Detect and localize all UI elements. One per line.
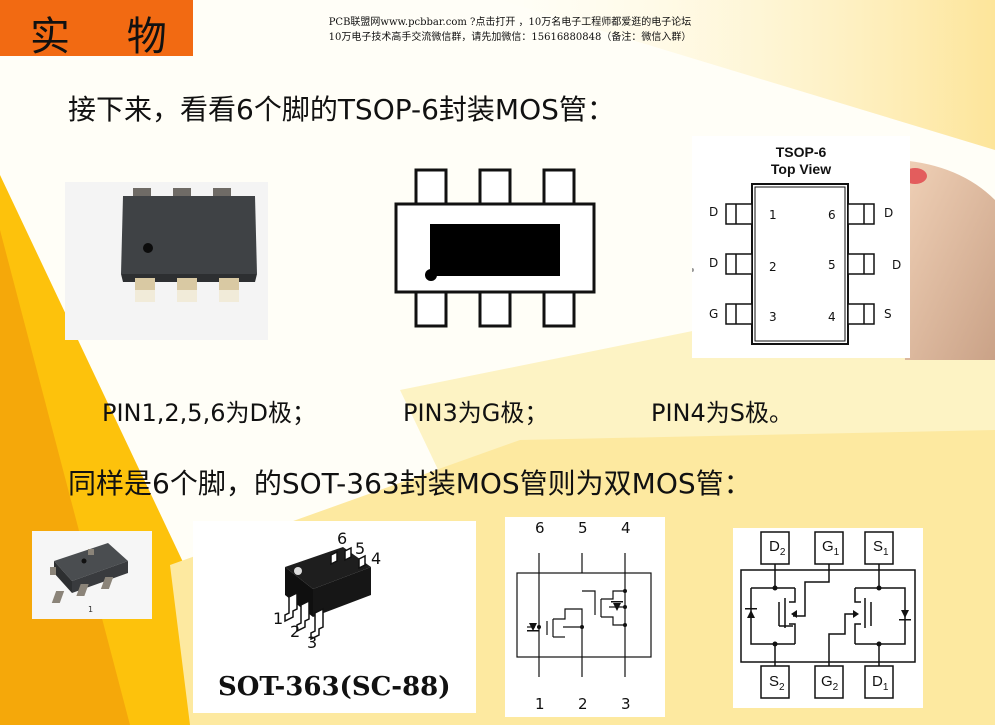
- pin-d-text: PIN1,2,5,6为D极；: [102, 399, 316, 427]
- dual-bottom-pin-g2-letter: G: [821, 673, 833, 690]
- sot363-drawing-pin-1: 1: [273, 609, 284, 628]
- tsop6-outline-drawing: [392, 168, 598, 330]
- tsop6-left-pin3-num: 3: [769, 310, 777, 324]
- dual-bottom-pin-s2-letter: S: [769, 673, 780, 690]
- dual-bottom-pin-s2-sub: 2: [779, 682, 785, 693]
- dual-top-pin-g1-sub: 1: [833, 547, 840, 558]
- page-title: 实 物: [30, 14, 189, 60]
- sot363-drawing-graphic: [284, 546, 371, 641]
- tsop6-photo-graphic: [65, 182, 268, 340]
- sot363-schematic-pin-2: 2: [578, 695, 588, 713]
- sot363-schematic-graphic: [516, 553, 652, 677]
- tsop6-left-pin2-num: 2: [769, 260, 777, 274]
- sot363-schematic-pin-4: 4: [621, 519, 631, 537]
- tsop6-right-pin5-num: 5: [828, 258, 836, 272]
- sot363-photo-graphic: [32, 531, 152, 619]
- tsop6-title-line-2: Top View: [770, 161, 832, 177]
- dual-bottom-pin-s2: S2: [769, 673, 785, 693]
- sot363-drawing-pin-5: 5: [355, 539, 366, 558]
- heading-sot363: 同样是6个脚，的SOT-363封装MOS管则为双MOS管：: [68, 467, 752, 500]
- pin-g-text: PIN3为G极；: [403, 399, 549, 427]
- tsop6-outline-graphic: [394, 168, 596, 328]
- dual-top-pin-g1-letter: G: [822, 538, 834, 555]
- dual-top-pin-s1-letter: S: [873, 538, 884, 555]
- dual-top-pin-d2: D2: [769, 538, 785, 558]
- tsop6-top-view: TSOP-6 Top View D 1 D 2 G 3 D 6 D 5 S 4: [692, 136, 910, 358]
- dual-bottom-pin-d1-sub: 1: [882, 682, 889, 693]
- dual-top-pin-g1: G1: [822, 538, 839, 558]
- sot363-drawing-pin-4: 4: [371, 549, 382, 568]
- tsop6-left-pin1-name: D: [709, 205, 719, 219]
- banner-line-1: PCB联盟网www.pcbbar.com ?点击打开 ，10万名电子工程师都爱逛…: [328, 17, 692, 28]
- tsop6-right-pin6-name: D: [884, 206, 894, 220]
- dual-bottom-pin-d1-letter: D: [872, 673, 883, 690]
- sot363-drawing-pin-3: 3: [307, 633, 318, 652]
- tsop6-left-pin2-name: D: [709, 256, 719, 270]
- sot363-schematic-pin-3: 3: [621, 695, 631, 713]
- sot363-drawing-pin-6: 6: [337, 529, 348, 548]
- tsop6-top-view-graphic: [692, 183, 875, 345]
- tsop6-title-line-1: TSOP-6: [775, 144, 827, 160]
- sot363-schematic-pin-6: 6: [535, 519, 545, 537]
- pin-s-text: PIN4为S极。: [651, 399, 794, 427]
- heading-tsop6: 接下来，看看6个脚的TSOP-6封装MOS管：: [68, 93, 615, 126]
- dual-bottom-pin-g2-sub: 2: [832, 682, 839, 693]
- sot363-package-label: SOT-363(SC-88): [218, 672, 451, 702]
- dual-top-pin-s1-sub: 1: [883, 547, 889, 558]
- tsop6-right-pin4-num: 4: [828, 310, 836, 324]
- banner-line-2: 10万电子技术高手交流微信群，请先加微信：15616880848（备注：微信入群…: [328, 32, 692, 43]
- sot363-schematic-pin-1: 1: [535, 695, 545, 713]
- dual-bottom-pin-d1: D1: [872, 673, 888, 693]
- tsop6-right-pin6-num: 6: [828, 208, 836, 222]
- tsop6-right-pin5-name: D: [892, 258, 902, 272]
- forum-banner: PCB联盟网www.pcbbar.com ?点击打开 ，10万名电子工程师都爱逛…: [300, 15, 720, 45]
- tsop6-right-pin4-name: S: [884, 307, 892, 321]
- tsop6-left-pin1-num: 1: [769, 208, 777, 222]
- sot363-photo: 1: [32, 531, 152, 619]
- tsop6-left-pin3-name: G: [709, 307, 719, 321]
- sot363-schematic-pin-5: 5: [578, 519, 588, 537]
- tsop6-top-view-title: TSOP-6 Top View: [692, 144, 910, 178]
- dual-top-pin-d2-sub: 2: [779, 547, 786, 558]
- dual-mosfet-graphic: [740, 531, 916, 699]
- title-box: [0, 0, 193, 56]
- sot363-schematic: 6 5 4 1 2 3: [505, 517, 665, 717]
- dual-top-pin-s1: S1: [873, 538, 889, 558]
- tsop6-photo: [65, 182, 268, 340]
- sot363-drawing: 6 5 4 1 2 3: [193, 521, 476, 713]
- dual-mosfet-schematic: D2 G1 S1 S2 G2 D1: [733, 528, 923, 708]
- dual-bottom-pin-g2: G2: [821, 673, 838, 693]
- sot363-photo-pin-label: 1: [88, 605, 94, 614]
- sot363-drawing-pin-2: 2: [290, 622, 301, 641]
- dual-top-pin-d2-letter: D: [769, 538, 780, 555]
